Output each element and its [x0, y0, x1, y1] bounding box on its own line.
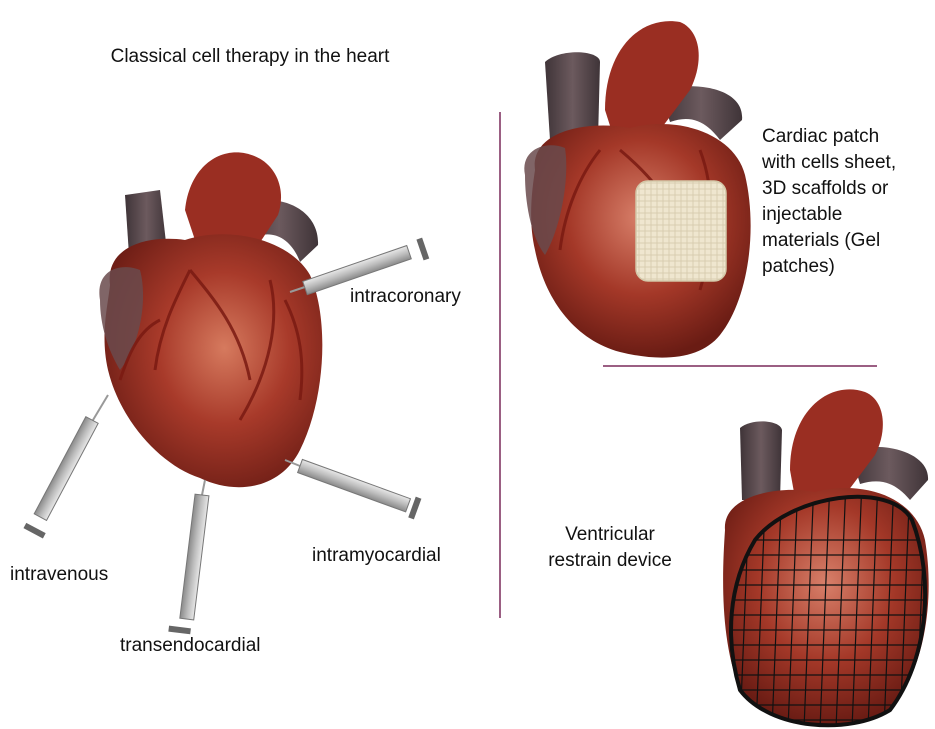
patch-line-4: injectable [762, 202, 932, 228]
label-intramyocardial: intramyocardial [312, 543, 441, 569]
restrain-line-1: Ventricular [530, 522, 690, 548]
label-intravenous: intravenous [10, 562, 108, 588]
diagram-title: Classical cell therapy in the heart [100, 44, 400, 70]
label-cardiac-patch: Cardiac patch with cells sheet, 3D scaff… [762, 124, 932, 280]
syringe-intramyocardial [285, 459, 421, 519]
patch-line-1: Cardiac patch [762, 124, 932, 150]
syringe-intravenous [23, 395, 108, 538]
patch-line-6: patches) [762, 254, 932, 280]
heart-restrain [720, 389, 935, 729]
patch-line-5: materials (Gel [762, 228, 932, 254]
label-restrain-device: Ventricular restrain device [530, 522, 690, 574]
heart-patch [524, 21, 750, 358]
patch-line-3: 3D scaffolds or [762, 176, 932, 202]
restrain-line-2: restrain device [530, 548, 690, 574]
label-transendocardial: transendocardial [120, 633, 260, 659]
patch-line-2: with cells sheet, [762, 150, 932, 176]
label-intracoronary: intracoronary [350, 284, 461, 310]
syringe-transendocardial [168, 480, 209, 634]
cardiac-patch [636, 181, 726, 281]
